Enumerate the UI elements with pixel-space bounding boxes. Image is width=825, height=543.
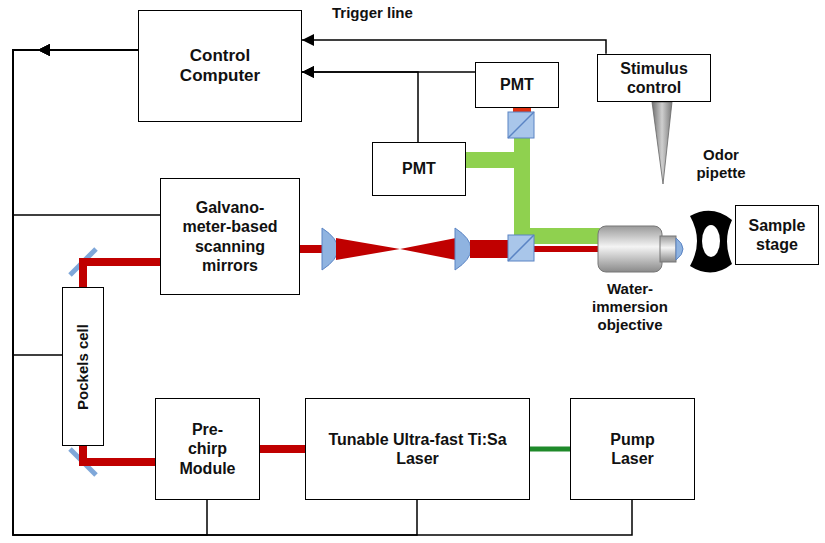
laser-box: Pump Laser	[570, 398, 695, 500]
objective	[660, 236, 676, 262]
computer-box: Control Computer	[138, 10, 302, 122]
lens	[322, 228, 338, 270]
line-label: Trigger line	[330, 4, 415, 22]
controller-box: Stimulus control	[597, 54, 711, 102]
beam-line	[83, 262, 160, 287]
arrow-head	[38, 44, 50, 56]
signal-line	[13, 50, 632, 535]
laser-beam	[532, 246, 600, 252]
detector-box: PMT	[475, 62, 559, 108]
lens	[676, 238, 683, 260]
node-text: Sample stage	[742, 216, 812, 254]
laser-box: Tunable Ultra-fast Ti:Sa Laser	[305, 398, 530, 500]
stage-box: Sample stage	[735, 205, 819, 265]
beam-line	[260, 445, 305, 453]
laser-beam	[400, 238, 456, 260]
node-text: PMT	[482, 75, 552, 94]
beam-splitter	[508, 235, 534, 261]
detector-box: PMT	[372, 142, 466, 196]
beam-splitter	[508, 112, 534, 138]
laser-beam	[300, 245, 324, 253]
modulator-box: Pockels cell	[62, 287, 104, 446]
objective	[598, 226, 662, 272]
scanner-box: Galvano-meter-based scanning mirrors	[160, 178, 300, 295]
pipette-label: Odor pipette	[682, 146, 760, 182]
laser-beam	[470, 240, 510, 258]
laser-beam	[336, 238, 400, 260]
node-text: Pockels cell	[74, 324, 92, 410]
arrow-head	[38, 44, 50, 56]
odor-pipette	[652, 102, 672, 184]
sample	[690, 211, 732, 273]
node-text: Stimulus control	[604, 59, 704, 97]
fluorescence-beam	[465, 160, 600, 236]
node-text: Pre-chirp Module	[173, 420, 243, 478]
arrow-head	[38, 44, 50, 56]
node-text: Galvano-meter-based scanning mirrors	[173, 198, 287, 275]
node-text: Tunable Ultra-fast Ti:Sa Laser	[318, 430, 518, 468]
signal-line	[302, 72, 418, 142]
node-text: Pump Laser	[598, 430, 668, 468]
beam-splitter	[508, 235, 534, 261]
beam-line	[530, 447, 570, 452]
module-box: Pre-chirp Module	[155, 398, 260, 500]
arrow-head	[38, 44, 50, 56]
beam-line	[83, 446, 155, 462]
sample	[702, 225, 720, 257]
objective-label: Water-immersion objective	[580, 280, 680, 334]
lens	[455, 228, 471, 270]
beam-splitter	[508, 112, 534, 138]
node-text: Control Computer	[160, 46, 280, 87]
node-text: PMT	[379, 159, 459, 178]
arrow-head	[38, 44, 50, 56]
signal-line	[302, 40, 606, 54]
